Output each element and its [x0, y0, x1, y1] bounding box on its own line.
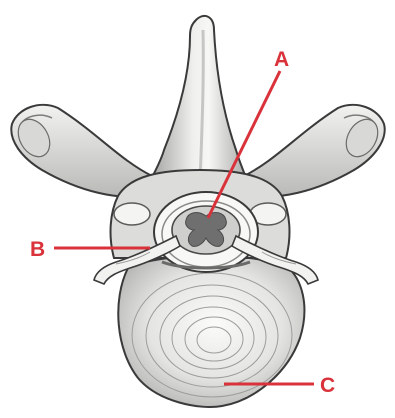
spinal-cord	[172, 206, 240, 254]
label-c: C	[320, 374, 335, 397]
label-b: B	[30, 238, 45, 261]
label-a: A	[274, 48, 289, 71]
